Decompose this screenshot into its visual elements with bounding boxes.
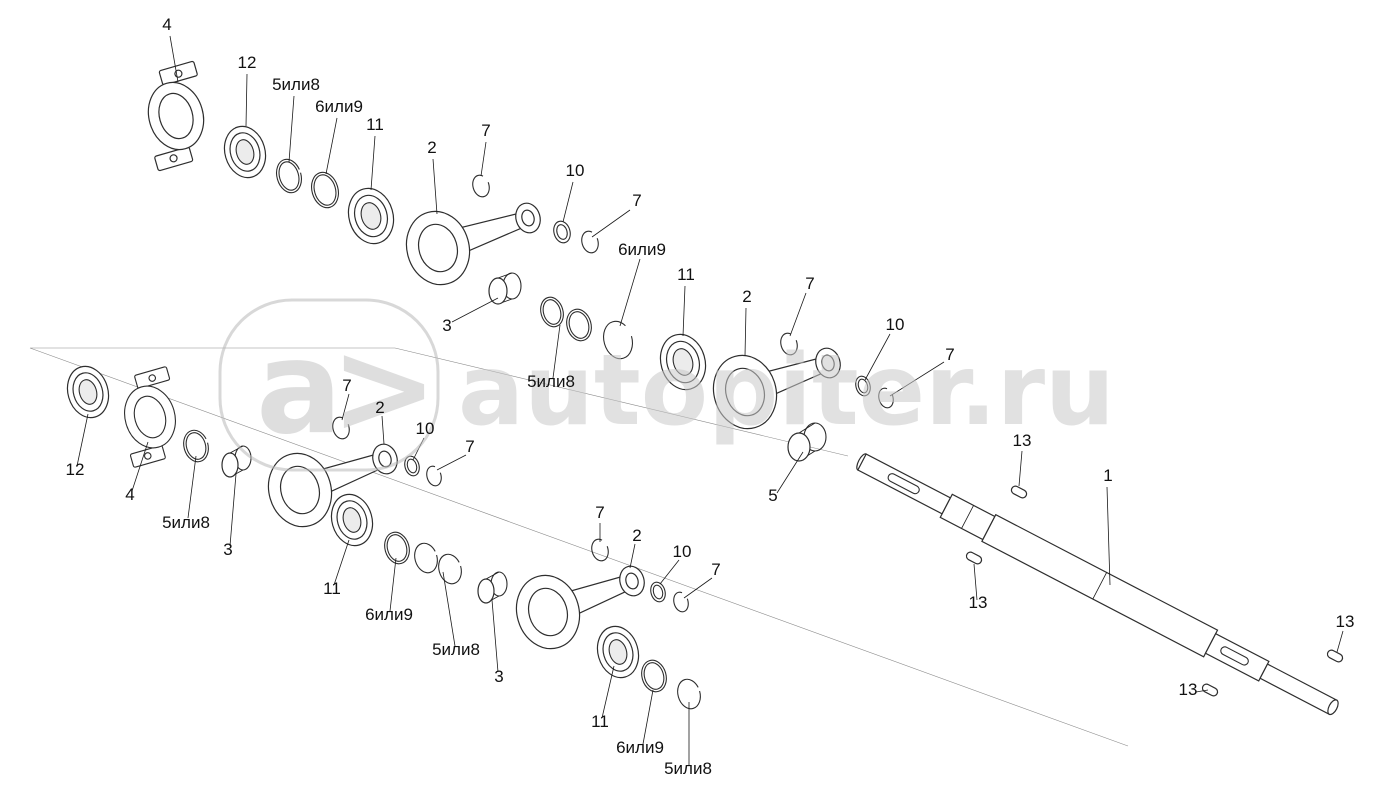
part-label-5or8-top: 5или8 xyxy=(272,75,320,94)
ring-7-right-b xyxy=(878,387,894,409)
part-label-3-left: 3 xyxy=(223,540,232,559)
bearing-11-top xyxy=(347,187,395,245)
part-label-4-top: 4 xyxy=(162,15,171,34)
part-label-11-left: 11 xyxy=(323,579,341,598)
part-label-5: 5 xyxy=(768,486,777,505)
assembly-lower-middle xyxy=(515,538,701,710)
ring-7-left-b xyxy=(426,465,442,487)
part-label-10-left: 10 xyxy=(416,419,435,438)
part-label-7-right-b: 7 xyxy=(945,345,954,364)
part-label-6or9-left: 6или9 xyxy=(365,605,413,624)
part-labels: 4 12 5или8 6или9 11 2 7 10 7 6или9 11 2 … xyxy=(66,15,1355,778)
ring-7-bottom-a xyxy=(591,538,609,562)
part-label-7-top-b: 7 xyxy=(632,191,641,210)
part-label-2-top: 2 xyxy=(427,138,436,157)
assembly-lower-left xyxy=(66,365,508,604)
shaft-1 xyxy=(856,453,1339,716)
ring-7-bottom-b xyxy=(673,591,689,613)
part-label-3-left-b: 3 xyxy=(494,667,503,686)
clamp-bracket-left xyxy=(124,366,176,468)
ring-7-top-b xyxy=(581,230,599,254)
pin-13-a xyxy=(1010,485,1028,499)
part-label-12-left: 12 xyxy=(66,460,85,479)
ring-7-left-a xyxy=(332,416,350,440)
lever-2-top xyxy=(405,202,541,286)
part-label-7-bottom-b: 7 xyxy=(711,560,720,579)
part-label-7-bottom-a: 7 xyxy=(595,503,604,522)
part-label-7-left-b: 7 xyxy=(465,437,474,456)
part-label-10-right: 10 xyxy=(886,315,905,334)
watermark-brand: autopiter.ru xyxy=(458,334,1115,448)
part-label-13-c: 13 xyxy=(1336,612,1355,631)
part-label-7-left-a: 7 xyxy=(342,376,351,395)
ring-mid-b xyxy=(566,308,592,342)
part-label-11-top: 11 xyxy=(366,115,384,134)
bearing-12-top xyxy=(223,125,267,179)
bushing-3-left xyxy=(221,445,252,478)
bearing-12-left xyxy=(66,365,110,419)
ring-7-right-a xyxy=(780,332,798,356)
part-label-5or8-left-b: 5или8 xyxy=(432,640,480,659)
ring-7-top-a xyxy=(472,174,490,198)
ring-6or9-top xyxy=(311,171,339,209)
part-label-3-top: 3 xyxy=(442,316,451,335)
lever-2-right xyxy=(712,347,841,430)
watermark-logo: a> xyxy=(256,314,426,463)
pin-13-b xyxy=(965,551,983,565)
washer-10-right xyxy=(855,375,871,397)
ring-6or9-bottom xyxy=(641,659,667,693)
lever-2-bottom xyxy=(515,565,645,650)
part-label-6or9-top: 6или9 xyxy=(315,97,363,116)
part-label-13-a: 13 xyxy=(1013,431,1032,450)
part-label-5or8-bottom: 5или8 xyxy=(664,759,712,778)
part-label-5or8-left: 5или8 xyxy=(162,513,210,532)
part-label-10-bottom: 10 xyxy=(673,542,692,561)
washer-10-bottom xyxy=(650,581,666,603)
part-label-12-top: 12 xyxy=(238,53,257,72)
ring-5or8-bottom xyxy=(677,678,701,710)
part-label-5or8-mid: 5или8 xyxy=(527,372,575,391)
part-label-2-bottom: 2 xyxy=(632,526,641,545)
ring-5or8-mid xyxy=(540,296,564,328)
watermark: a> autopiter.ru xyxy=(218,298,1115,472)
part-label-7-top-a: 7 xyxy=(481,121,490,140)
ring-5or8-left-c xyxy=(438,553,462,585)
bushing-3-left-b xyxy=(477,571,508,604)
ring-5or8-left xyxy=(183,429,209,463)
ring-6or9-left xyxy=(384,531,410,565)
bushing-3-top xyxy=(488,272,522,305)
watermark-logo-frame xyxy=(218,298,440,472)
clamp-bracket-top xyxy=(147,60,205,172)
washer-10-top xyxy=(553,220,571,244)
part-label-1: 1 xyxy=(1103,466,1112,485)
part-label-6or9-mid: 6или9 xyxy=(618,240,666,259)
centerlines xyxy=(29,347,1129,747)
part-label-2-left: 2 xyxy=(375,398,384,417)
part-label-11-right: 11 xyxy=(677,265,695,284)
part-label-13-b: 13 xyxy=(969,593,988,612)
ring-5or8-top xyxy=(275,158,303,194)
pin-13-c xyxy=(1326,649,1344,663)
part-label-10-top: 10 xyxy=(566,161,585,180)
collar-5 xyxy=(787,422,827,462)
lever-2-left xyxy=(267,443,398,528)
part-label-7-right-a: 7 xyxy=(805,274,814,293)
part-label-13-d: 13 xyxy=(1179,680,1198,699)
bearing-11-left xyxy=(330,493,374,547)
part-label-11-bottom: 11 xyxy=(591,712,609,731)
ring-5or8-left-b xyxy=(414,542,438,574)
part-label-6or9-bottom: 6или9 xyxy=(616,738,664,757)
part-label-4-left: 4 xyxy=(125,485,134,504)
part-label-2-right: 2 xyxy=(742,287,751,306)
pin-13-d xyxy=(1201,683,1219,697)
bearing-11-right xyxy=(659,333,707,391)
leader-lines xyxy=(76,35,1344,765)
bearing-11-bottom xyxy=(596,625,640,679)
assembly-top-right xyxy=(659,332,894,462)
